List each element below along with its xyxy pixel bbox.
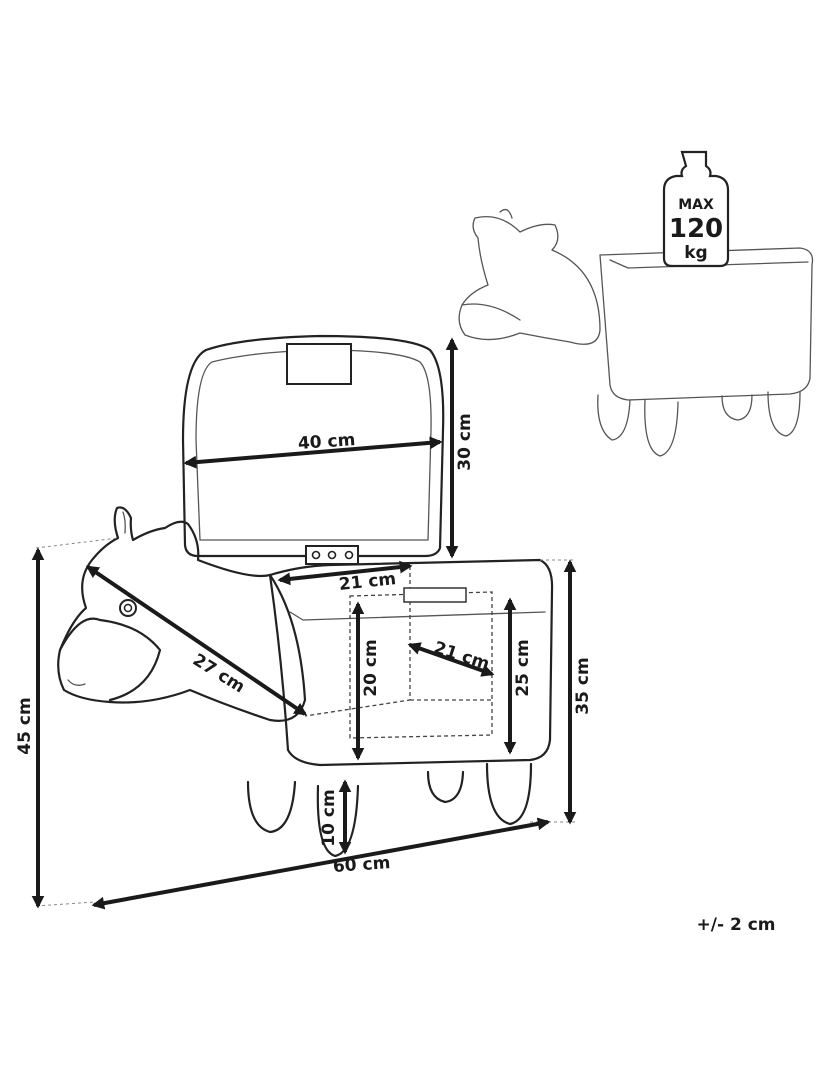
total-length-arrow — [91, 817, 551, 910]
leg-front-left — [246, 780, 297, 834]
total-length-label: 60 cm — [332, 853, 391, 877]
storage-depth-arrow — [407, 642, 495, 677]
max-load-line2: 120 — [669, 214, 723, 244]
lid-handle — [286, 343, 352, 385]
hinge — [305, 545, 359, 565]
lid-height-label: 30 cm — [455, 413, 475, 470]
head-diagonal-arrow — [85, 565, 308, 716]
max-load-line3: kg — [684, 243, 707, 263]
storage-height-label: 20 cm — [361, 639, 381, 696]
tolerance-note: +/- 2 cm — [697, 915, 776, 935]
max-load-weight-icon: MAX 120 kg — [662, 150, 730, 268]
max-load-line1: MAX — [678, 197, 714, 213]
lid — [181, 334, 445, 558]
dimension-labels: 40 cm 30 cm 21 cm 21 cm 20 cm 25 cm 35 c… — [15, 413, 593, 877]
guide-lines — [35, 537, 575, 907]
preview-stool — [458, 208, 814, 457]
lid-width-arrow — [183, 436, 443, 469]
storage-tray — [403, 587, 467, 603]
dimension-arrows — [31, 337, 577, 910]
storage-depth-label: 21 cm — [431, 638, 492, 675]
leg-back-left — [426, 770, 465, 804]
total-height-label: 45 cm — [15, 697, 35, 754]
body-height-label: 25 cm — [513, 639, 533, 696]
seat-height-label: 35 cm — [573, 657, 593, 714]
leg-height-label: 10 cm — [319, 789, 339, 846]
leg-back-right — [485, 762, 533, 826]
lid-width-label: 40 cm — [297, 430, 356, 454]
